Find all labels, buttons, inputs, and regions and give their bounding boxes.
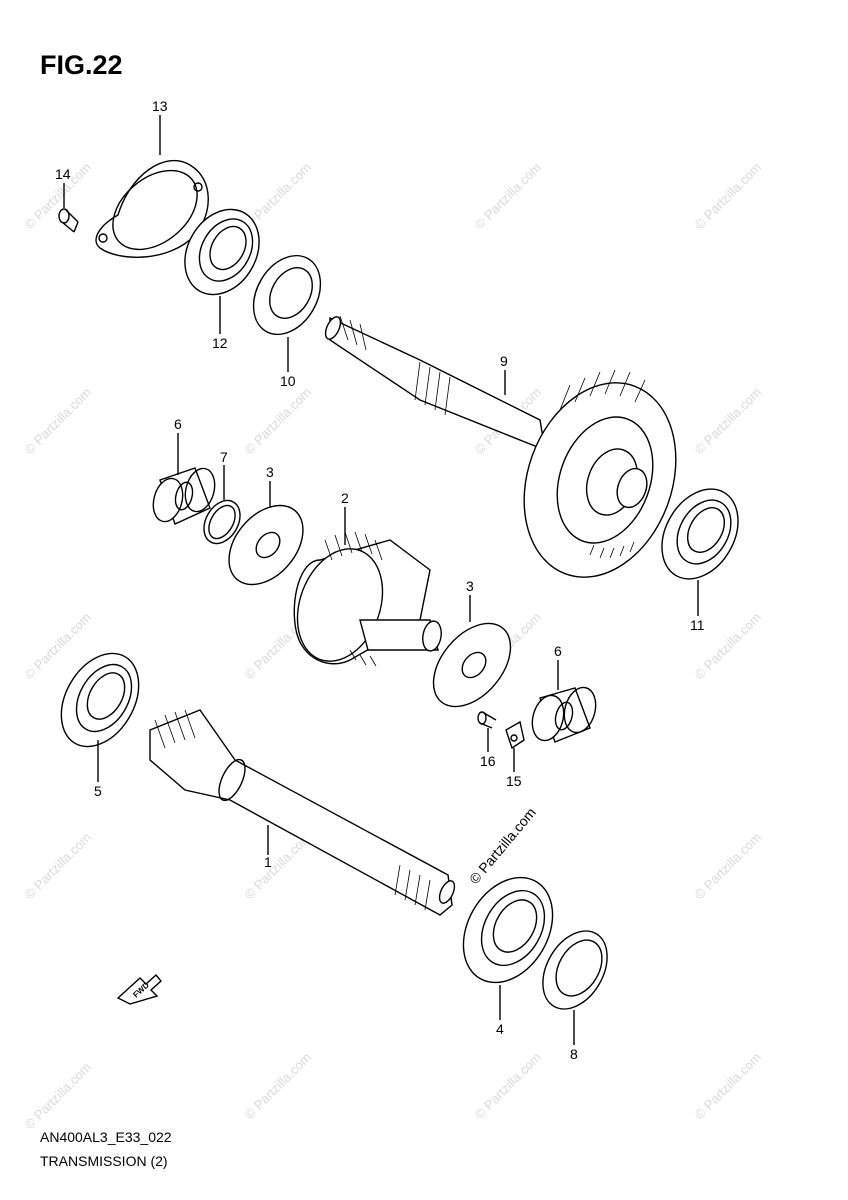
fwd-arrow-icon: FWD [116, 973, 162, 1005]
watermark: © Partzilla.com [692, 830, 765, 903]
part-5-bearing [60, 652, 140, 748]
watermark: © Partzilla.com [472, 1050, 545, 1123]
watermark: © Partzilla.com [242, 385, 315, 458]
part-3-washer-lower [432, 622, 512, 708]
callout-16: 16 [480, 753, 496, 769]
part-9-shaft-gear [324, 315, 677, 578]
callout-6-upper: 6 [174, 416, 182, 432]
callout-1: 1 [264, 854, 272, 870]
callout-7: 7 [220, 449, 228, 465]
part-6-needle-bearing-lower [531, 686, 597, 743]
part-10-bearing [252, 254, 322, 336]
part-16-bolt [477, 711, 497, 729]
watermark: © Partzilla.com [692, 385, 765, 458]
callout-8-visible: 8 [570, 1046, 578, 1062]
part-1-shaft [149, 709, 456, 916]
callout-15: 15 [506, 773, 522, 789]
callout-labels: 13 14 12 10 9 6 7 3 2 3 6 11 5 1 16 15 4… [55, 98, 705, 1062]
callout-4: 4 [496, 1021, 504, 1037]
watermark: © Partzilla.com [22, 1060, 95, 1133]
watermark: © Partzilla.com [22, 830, 95, 903]
callout-3-upper: 3 [266, 464, 274, 480]
part-12-bearing [184, 208, 260, 296]
part-11-bearing [661, 488, 739, 580]
part-8-oil-seal [542, 930, 608, 1010]
leader-lines [63, 115, 699, 1045]
watermark: © Partzilla.com [692, 160, 765, 233]
callout-11: 11 [690, 617, 705, 633]
watermark: © Partzilla.com [242, 1050, 315, 1123]
callout-6-lower: 6 [554, 643, 562, 659]
part-2-gear [293, 531, 442, 667]
watermark-center: © Partzilla.com [466, 804, 539, 887]
figure-title: FIG.22 [40, 50, 123, 80]
callout-5: 5 [94, 783, 102, 799]
callout-10: 10 [280, 373, 296, 389]
callout-9: 9 [500, 353, 508, 369]
watermark: © Partzilla.com [472, 160, 545, 233]
callout-2: 2 [341, 490, 349, 506]
part-7-circlip [203, 499, 241, 545]
watermark: © Partzilla.com [22, 385, 95, 458]
part-6-needle-bearing-upper [152, 467, 216, 525]
callout-14: 14 [55, 166, 71, 182]
callout-3-lower: 3 [466, 578, 474, 594]
figure-code: AN400AL3_E33_022 [40, 1129, 172, 1145]
part-3-washer-upper [228, 504, 304, 586]
figure-name: TRANSMISSION (2) [40, 1153, 168, 1169]
watermark: © Partzilla.com [692, 1050, 765, 1123]
callout-12: 12 [212, 335, 228, 351]
part-14-screw [58, 208, 79, 233]
part-4-bearing [462, 876, 554, 984]
part-15-lock-washer [505, 720, 525, 750]
callout-13: 13 [152, 98, 168, 114]
